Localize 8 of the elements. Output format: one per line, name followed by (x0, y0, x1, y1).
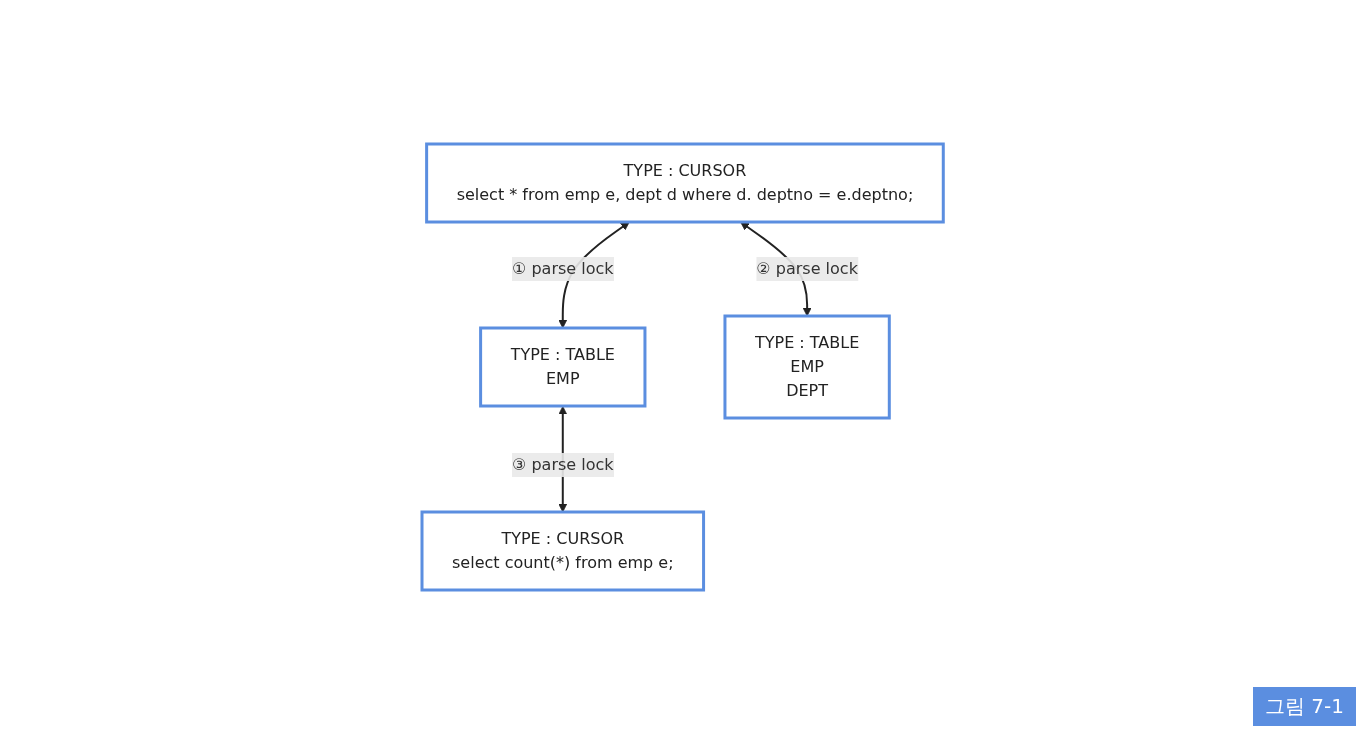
edge-label: ① parse lock (512, 259, 614, 278)
edge-label: ② parse lock (756, 259, 859, 278)
edge-label: ③ parse lock (512, 455, 614, 474)
node-box: TYPE : CURSOR select count(*) from emp e; (420, 510, 706, 592)
figure-caption: 그림 7-1 (1252, 687, 1356, 726)
node-box: TYPE : CURSOR select * from emp e, dept d where d. deptno = e.deptno; (425, 142, 946, 224)
node-box: TYPE : TABLE EMP (479, 326, 647, 408)
node-box: TYPE : TABLE EMP DEPT (723, 314, 892, 420)
